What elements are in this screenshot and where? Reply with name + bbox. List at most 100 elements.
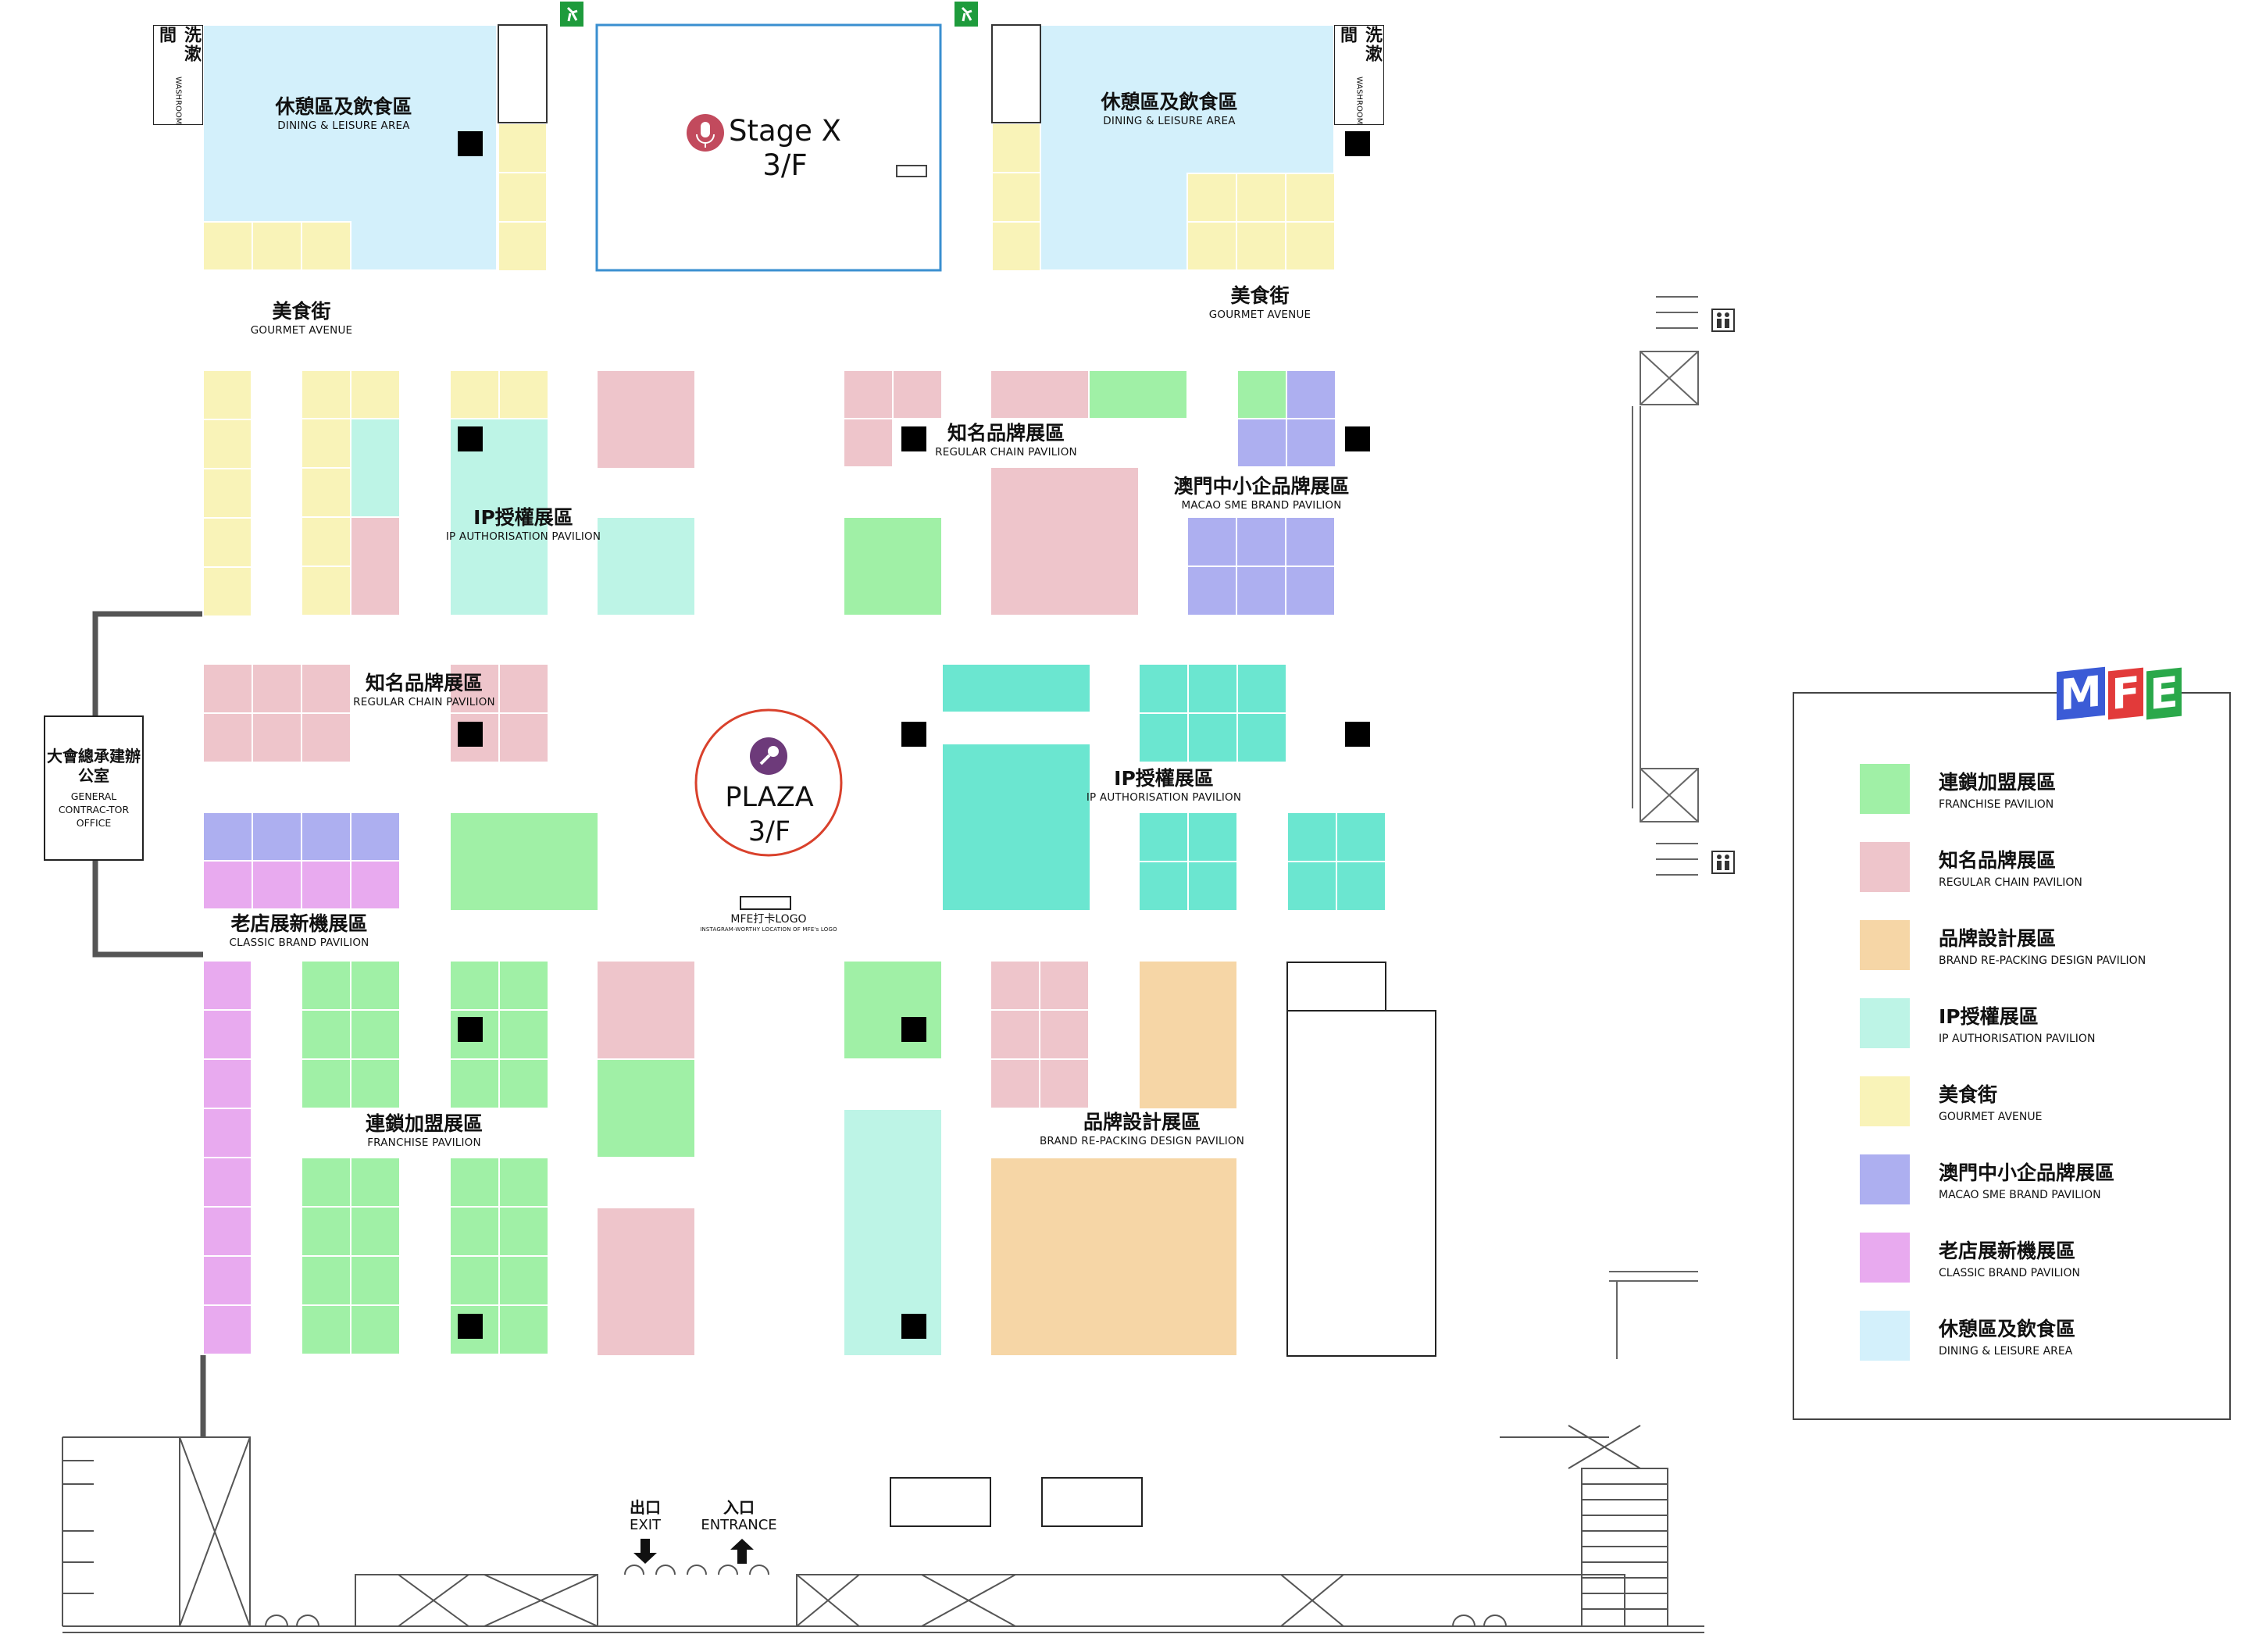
ip-booth[interactable] <box>1187 861 1238 912</box>
franchise-booth[interactable] <box>1088 369 1188 419</box>
franchise-booth[interactable] <box>498 1009 549 1060</box>
sme-booth[interactable] <box>1285 566 1336 616</box>
regular-booth[interactable] <box>252 663 302 714</box>
regular-booth[interactable] <box>596 369 696 469</box>
gourmet-booth[interactable] <box>498 221 548 272</box>
gourmet-booth[interactable] <box>350 369 401 419</box>
sme-booth[interactable] <box>202 812 253 862</box>
gourmet-booth[interactable] <box>301 418 351 469</box>
classic-booth[interactable] <box>202 1304 252 1355</box>
franchise-booth[interactable] <box>498 1157 549 1208</box>
franchise-booth[interactable] <box>301 960 351 1011</box>
franchise-booth[interactable] <box>449 812 599 912</box>
franchise-booth[interactable] <box>350 960 401 1011</box>
regular-booth[interactable] <box>1039 1009 1090 1060</box>
regular-booth[interactable] <box>301 712 351 763</box>
regular-booth[interactable] <box>990 1058 1040 1109</box>
gourmet-booth[interactable] <box>1236 221 1286 271</box>
franchise-booth[interactable] <box>498 1255 549 1306</box>
brand-design-booth[interactable] <box>1138 960 1238 1110</box>
regular-booth[interactable] <box>202 712 253 763</box>
gourmet-booth[interactable] <box>991 172 1041 223</box>
classic-booth[interactable] <box>202 1157 252 1208</box>
gourmet-booth[interactable] <box>1236 173 1286 223</box>
franchise-booth[interactable] <box>449 1206 500 1257</box>
ip-booth[interactable] <box>1187 663 1238 714</box>
sme-booth[interactable] <box>301 812 351 862</box>
franchise-booth[interactable] <box>301 1304 351 1355</box>
gourmet-booth[interactable] <box>498 123 548 173</box>
booth-outline[interactable] <box>1286 1010 1436 1357</box>
franchise-booth[interactable] <box>301 1206 351 1257</box>
sme-booth[interactable] <box>1285 516 1336 567</box>
ip-booth[interactable] <box>1286 812 1337 862</box>
regular-booth[interactable] <box>1039 1058 1090 1109</box>
franchise-booth[interactable] <box>350 1157 401 1208</box>
franchise-booth[interactable] <box>498 1304 549 1355</box>
franchise-booth[interactable] <box>301 1255 351 1306</box>
gourmet-booth[interactable] <box>498 369 549 419</box>
franchise-booth[interactable] <box>350 1304 401 1355</box>
ip-booth[interactable] <box>596 516 696 616</box>
sme-booth[interactable] <box>1236 566 1286 616</box>
sme-booth[interactable] <box>1236 516 1286 567</box>
regular-booth[interactable] <box>843 418 894 468</box>
gourmet-booth[interactable] <box>1186 221 1237 271</box>
classic-booth[interactable] <box>202 1058 252 1109</box>
regular-booth[interactable] <box>202 663 253 714</box>
gourmet-booth[interactable] <box>202 517 252 568</box>
franchise-booth[interactable] <box>350 1206 401 1257</box>
gourmet-booth[interactable] <box>301 467 351 518</box>
regular-booth[interactable] <box>843 369 894 419</box>
sme-booth[interactable] <box>1286 418 1336 468</box>
franchise-booth[interactable] <box>350 1255 401 1306</box>
gourmet-booth[interactable] <box>498 172 548 223</box>
ip-booth[interactable] <box>1138 663 1189 714</box>
regular-booth[interactable] <box>350 516 401 616</box>
ip-booth[interactable] <box>1236 712 1287 763</box>
ip-booth[interactable] <box>941 663 1091 713</box>
ip-booth[interactable] <box>1187 812 1238 862</box>
regular-booth[interactable] <box>990 466 1140 616</box>
classic-booth[interactable] <box>202 860 253 910</box>
gourmet-booth[interactable] <box>991 221 1041 272</box>
regular-booth[interactable] <box>498 712 549 763</box>
gourmet-booth[interactable] <box>301 516 351 567</box>
franchise-booth[interactable] <box>843 516 943 616</box>
ip-booth[interactable] <box>1138 861 1189 912</box>
sme-booth[interactable] <box>1236 418 1287 468</box>
regular-booth[interactable] <box>1039 960 1090 1011</box>
gourmet-booth[interactable] <box>991 123 1041 173</box>
franchise-booth[interactable] <box>498 1058 549 1109</box>
sme-booth[interactable] <box>1186 566 1237 616</box>
gourmet-booth[interactable] <box>1186 173 1237 223</box>
sme-booth[interactable] <box>252 812 302 862</box>
franchise-booth[interactable] <box>449 1255 500 1306</box>
ip-booth[interactable] <box>843 1108 943 1357</box>
franchise-booth[interactable] <box>498 960 549 1011</box>
classic-booth[interactable] <box>202 1009 252 1060</box>
gourmet-booth[interactable] <box>1285 173 1336 223</box>
ip-booth[interactable] <box>1336 861 1386 912</box>
classic-booth[interactable] <box>202 1255 252 1306</box>
gourmet-booth[interactable] <box>252 221 302 271</box>
classic-booth[interactable] <box>202 1108 252 1158</box>
logo-spot-marker[interactable] <box>740 896 791 910</box>
regular-booth[interactable] <box>892 369 943 419</box>
franchise-booth[interactable] <box>350 1058 401 1109</box>
regular-booth[interactable] <box>990 960 1040 1011</box>
franchise-booth[interactable] <box>1236 369 1287 419</box>
franchise-booth[interactable] <box>449 960 500 1011</box>
franchise-booth[interactable] <box>301 1009 351 1060</box>
ip-booth[interactable] <box>1138 812 1189 862</box>
franchise-booth[interactable] <box>301 1157 351 1208</box>
gourmet-booth[interactable] <box>202 419 252 469</box>
plaza-circle[interactable] <box>694 708 843 857</box>
ip-booth[interactable] <box>941 743 1091 912</box>
brand-design-booth[interactable] <box>990 1157 1238 1357</box>
classic-booth[interactable] <box>301 860 351 910</box>
gourmet-booth[interactable] <box>202 221 253 271</box>
regular-booth[interactable] <box>990 1009 1040 1060</box>
ip-booth[interactable] <box>1187 712 1238 763</box>
